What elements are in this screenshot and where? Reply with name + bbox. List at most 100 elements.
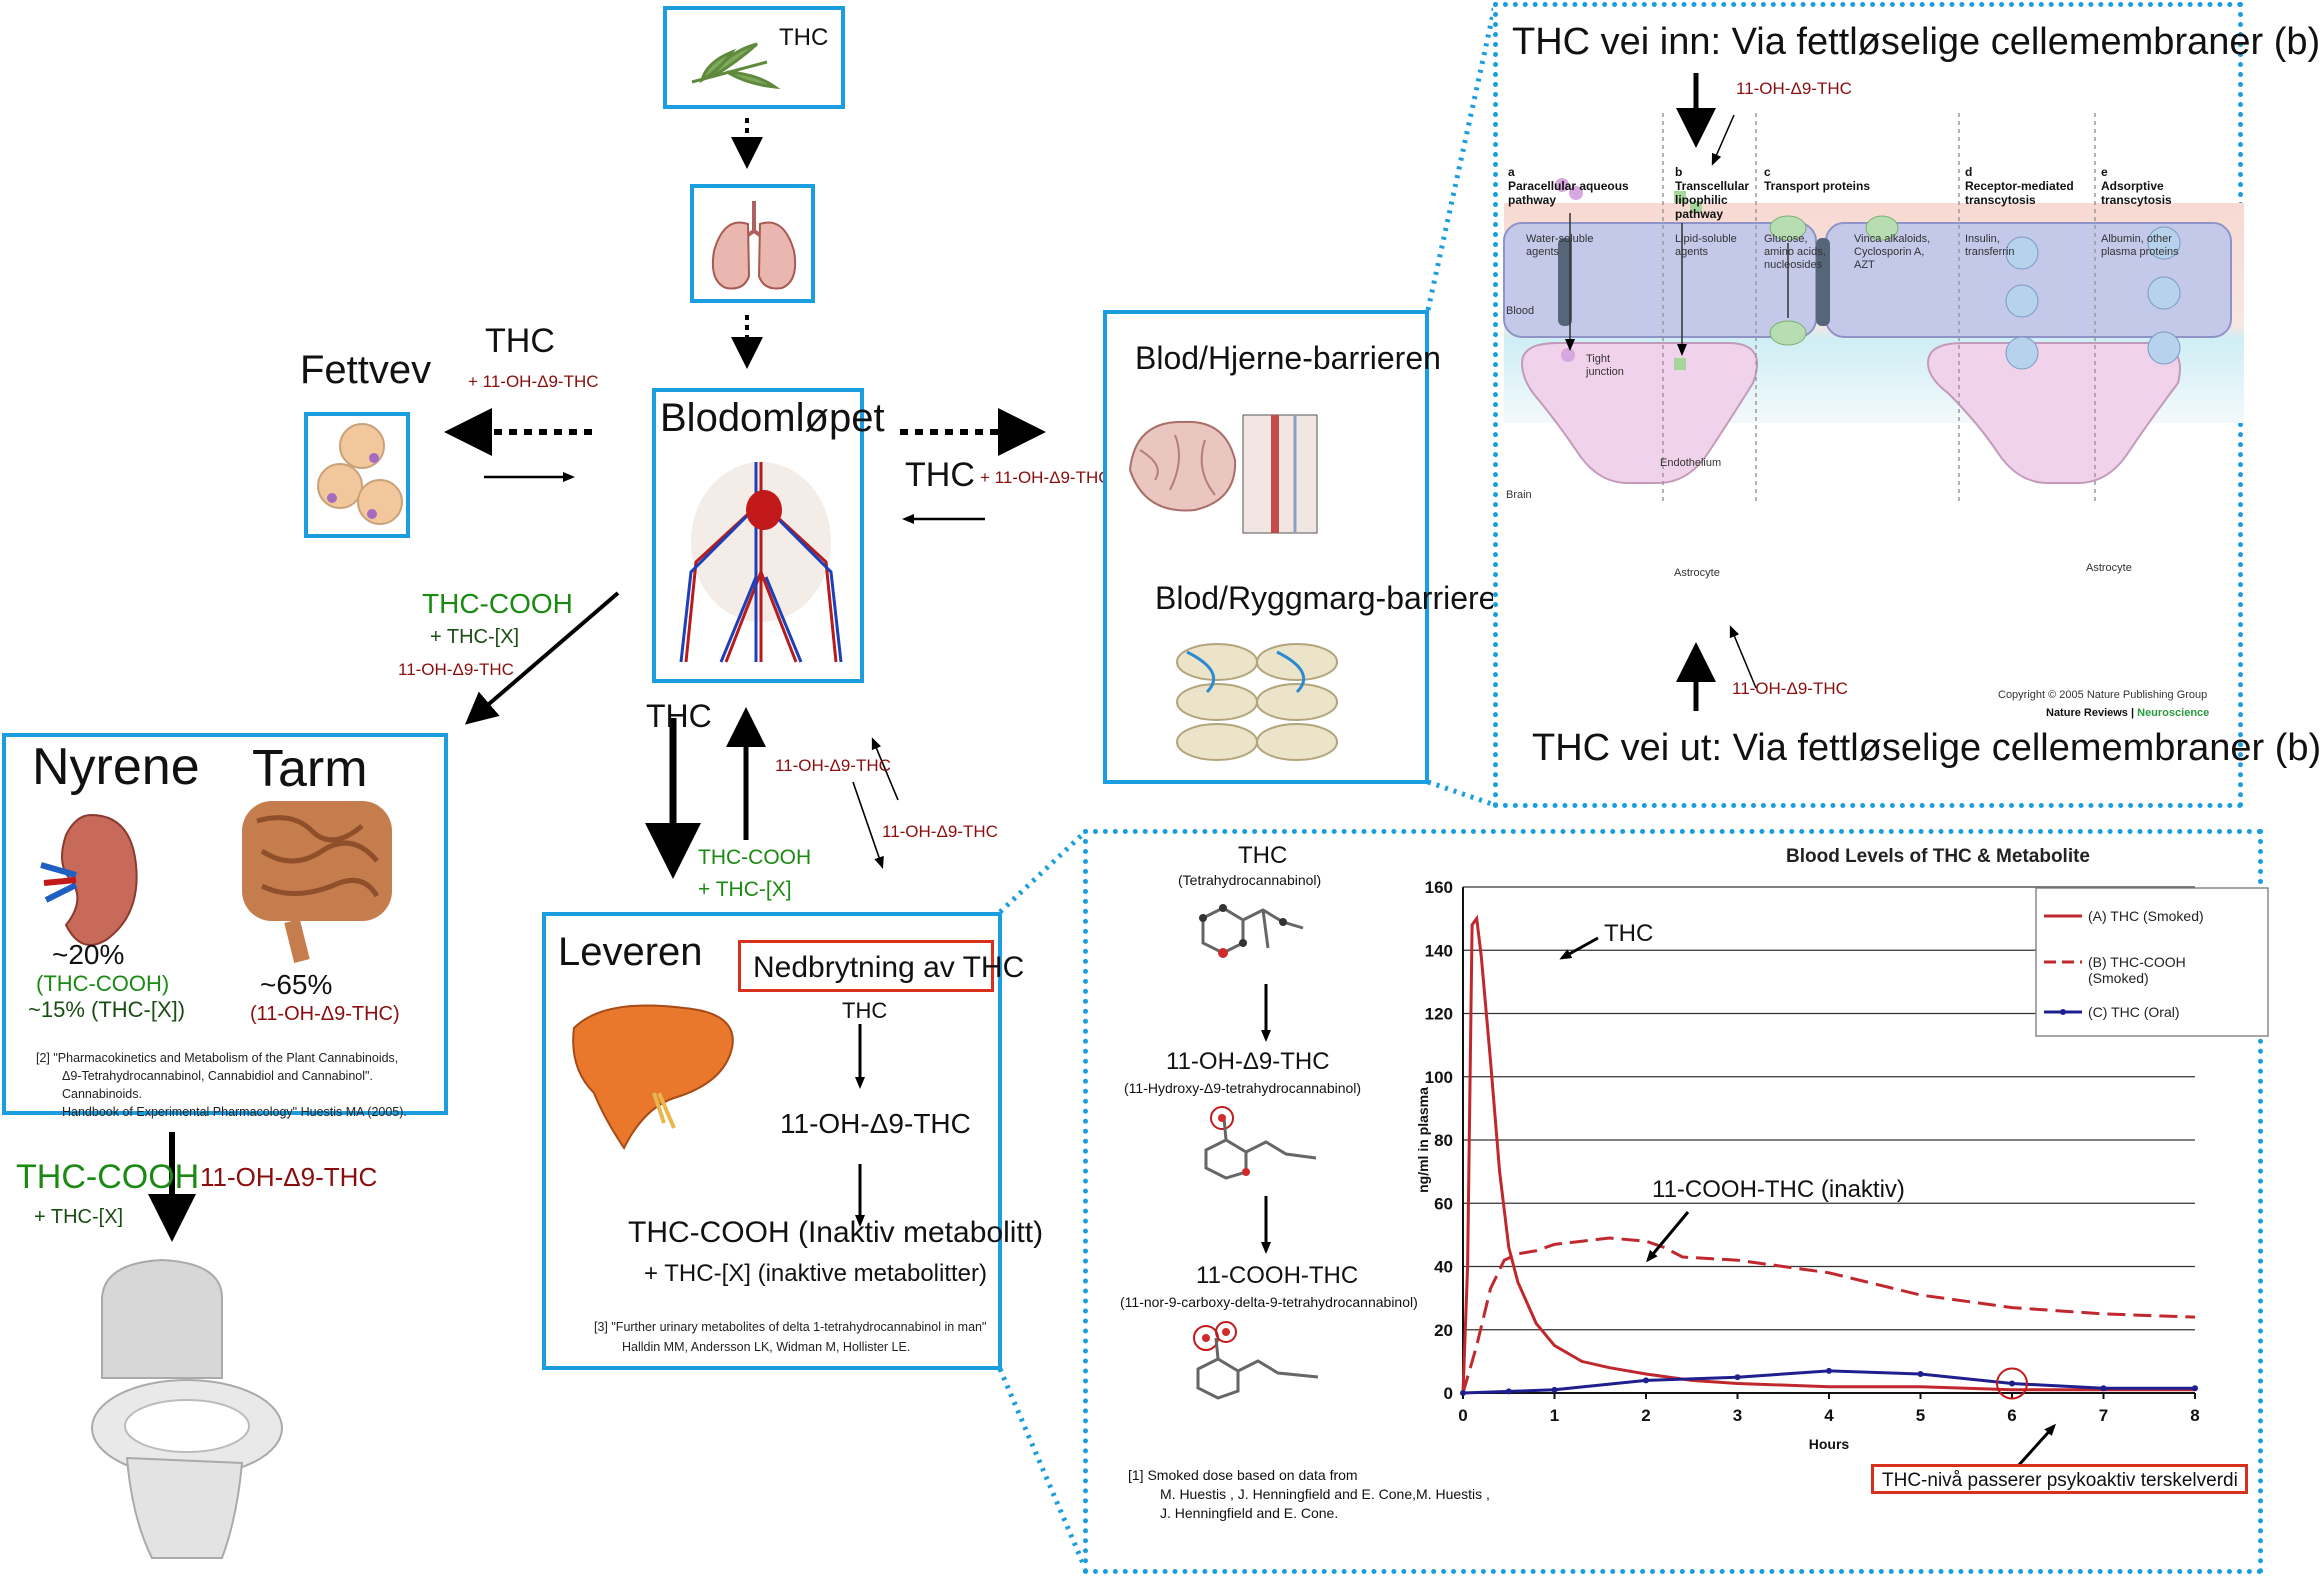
liver-box: Leveren Nedbrytning av THC THC 11-OH-Δ9-… — [542, 912, 1043, 1370]
molecule-cooh-icon — [1193, 1321, 1319, 1400]
ref2: [2] "Pharmacokinetics and Metabolism of … — [36, 1051, 407, 1119]
lungs-box — [690, 184, 815, 303]
fettvev-metab: + 11-OH-Δ9-THC — [468, 372, 599, 391]
label-astrocyte-2: Astrocyte — [2086, 562, 2132, 574]
y-tick-label: 160 — [1425, 878, 1453, 897]
x-tick-label: 2 — [1641, 1406, 1650, 1425]
legend-label-2: (Smoked) — [2088, 970, 2149, 986]
membrane-oh-bottom: 11-OH-Δ9-THC — [1732, 679, 1848, 698]
cannabis-leaf-icon — [691, 42, 781, 90]
legend-label-3: (C) THC (Oral) — [2088, 1004, 2180, 1020]
connector-liver-top — [998, 830, 1087, 914]
molecule-arrows — [1261, 984, 1271, 1254]
bbb-title-brain: Blod/Hjerne-barrieren — [1135, 340, 1441, 376]
mol-cooh: 11-COOH-THC — [1196, 1262, 1359, 1289]
agent-d: Insulin,transferrin — [1965, 233, 2015, 258]
y-tick-label: 140 — [1425, 941, 1453, 960]
nyrene-pct: ~20% — [52, 939, 125, 970]
excretion-cooh: THC-COOH — [16, 1158, 200, 1196]
intestine-icon — [242, 801, 392, 963]
molecule-oh-icon — [1204, 1106, 1317, 1180]
membrane-diagram — [1503, 73, 2244, 711]
lungs-icon — [711, 201, 797, 290]
mol-thc-full: (Tetrahydrocannabinol) — [1178, 872, 1322, 888]
y-tick-label: 0 — [1444, 1384, 1453, 1403]
blood-title: Blodomløpet — [660, 396, 885, 440]
nyrene-cooh: (THC-COOH) — [36, 971, 170, 996]
liver-arrow-cooh: THC-COOH — [698, 846, 812, 869]
agent-c1: Glucose,amino acids,nucleosides — [1764, 233, 1826, 271]
y-tick-label: 100 — [1425, 1068, 1453, 1087]
x-axis-label: Hours — [1809, 1436, 1850, 1452]
kidney-arrow-cooh: THC-COOH — [422, 588, 573, 619]
tarm-title: Tarm — [252, 740, 368, 798]
legend-label-2: (B) THC-COOH — [2088, 954, 2186, 970]
series-point-3 — [1643, 1377, 1649, 1384]
fat-cells-icon — [317, 423, 403, 525]
kidney-intestine-box: Nyrene Tarm ~20% (THC-COOH) ~15% (THC-[X… — [2, 733, 448, 1119]
series-point-3 — [1505, 1388, 1512, 1395]
kidney-arrow-x: + THC-[X] — [430, 626, 520, 648]
y-tick-label: 20 — [1434, 1321, 1453, 1340]
excretion-oh: 11-OH-Δ9-THC — [200, 1162, 378, 1192]
kidney-arrow-oh: 11-OH-Δ9-THC — [398, 660, 514, 679]
col-c-header: c Transport proteins — [1764, 165, 1871, 193]
plant-thc-label: THC — [779, 24, 829, 51]
liver-step3: THC-COOH (Inaktiv metabolitt) — [628, 1216, 1044, 1249]
liver-arrow-oh1: 11-OH-Δ9-THC — [775, 756, 891, 775]
excretion-x: + THC-[X] — [34, 1206, 124, 1228]
threshold-box: THC-nivå passerer psykoaktiv terskelverd… — [1871, 1464, 2248, 1494]
membrane-panel: THC vei inn: Via fettløselige cellemembr… — [1493, 2, 2321, 808]
threshold-label: THC-nivå passerer psykoaktiv terskelverd… — [1882, 1470, 2238, 1491]
y-tick-label: 120 — [1425, 1005, 1453, 1024]
label-endothelium: Endothelium — [1660, 457, 1722, 469]
annot-cooh: 11-COOH-THC (inaktiv) — [1652, 1176, 1905, 1203]
membrane-journal: Nature Reviews | Neuroscience — [2046, 707, 2210, 719]
chart-title: Blood Levels of THC & Metabolite — [1786, 846, 2090, 867]
series-line-1 — [1461, 914, 2195, 1394]
series-line-2 — [1461, 1236, 2196, 1394]
liver-step1: THC — [842, 998, 888, 1023]
mol-thc: THC — [1238, 842, 1288, 869]
x-tick-label: 7 — [2099, 1406, 2108, 1425]
bbb-thc: THC — [905, 456, 975, 494]
thc-plant-box: THC — [663, 6, 845, 109]
liver-header-box: Nedbrytning av THC — [738, 940, 1024, 992]
connector-liver-bottom — [997, 1368, 1088, 1569]
series-point-3 — [2100, 1385, 2107, 1392]
fat-cells-box — [304, 412, 410, 538]
arrow-blood-to-kidney — [464, 591, 620, 725]
liver-step-arrows — [855, 1024, 865, 1227]
y-tick-label: 80 — [1434, 1131, 1453, 1150]
y-tick-label: 40 — [1434, 1258, 1453, 1277]
fettvev-title: Fettvev — [300, 348, 432, 392]
x-tick-label: 4 — [1824, 1406, 1834, 1425]
legend-marker — [2060, 1009, 2066, 1015]
series-point-3 — [1460, 1390, 1466, 1396]
label-astrocyte-1: Astrocyte — [1674, 567, 1720, 579]
label-blood: Blood — [1506, 305, 1535, 317]
arrows-layer — [148, 4, 1498, 1569]
series-point-3 — [1917, 1371, 1924, 1378]
ref1: [1] Smoked dose based on data from M. Hu… — [1128, 1467, 1490, 1521]
x-tick-label: 8 — [2190, 1406, 2199, 1425]
liver-ref-line2: Halldin MM, Andersson LK, Widman M, Holl… — [622, 1340, 911, 1354]
membrane-title-out: THC vei ut: Via fettløselige cellemembra… — [1532, 727, 2321, 769]
legend-label-1: (A) THC (Smoked) — [2088, 908, 2204, 924]
mol-cooh-full: (11-nor-9-carboxy-delta-9-tetrahydrocann… — [1120, 1294, 1418, 1310]
series-point-3 — [1551, 1386, 1558, 1393]
x-tick-label: 5 — [1916, 1406, 1925, 1425]
series-point-3 — [2192, 1385, 2198, 1392]
liver-ref-line1: [3] "Further urinary metabolites of delt… — [594, 1320, 987, 1334]
liver-arrow-x: + THC-[X] — [698, 878, 792, 901]
liver-arrow-thc: THC — [646, 698, 712, 734]
agent-c2: Vinca alkaloids,Cyclosporin A,AZT — [1854, 233, 1931, 271]
nyrene-title: Nyrene — [32, 738, 200, 796]
series-point-3 — [2009, 1380, 2015, 1387]
x-tick-label: 6 — [2007, 1406, 2016, 1425]
liver-arrow-oh2: 11-OH-Δ9-THC — [882, 822, 998, 841]
